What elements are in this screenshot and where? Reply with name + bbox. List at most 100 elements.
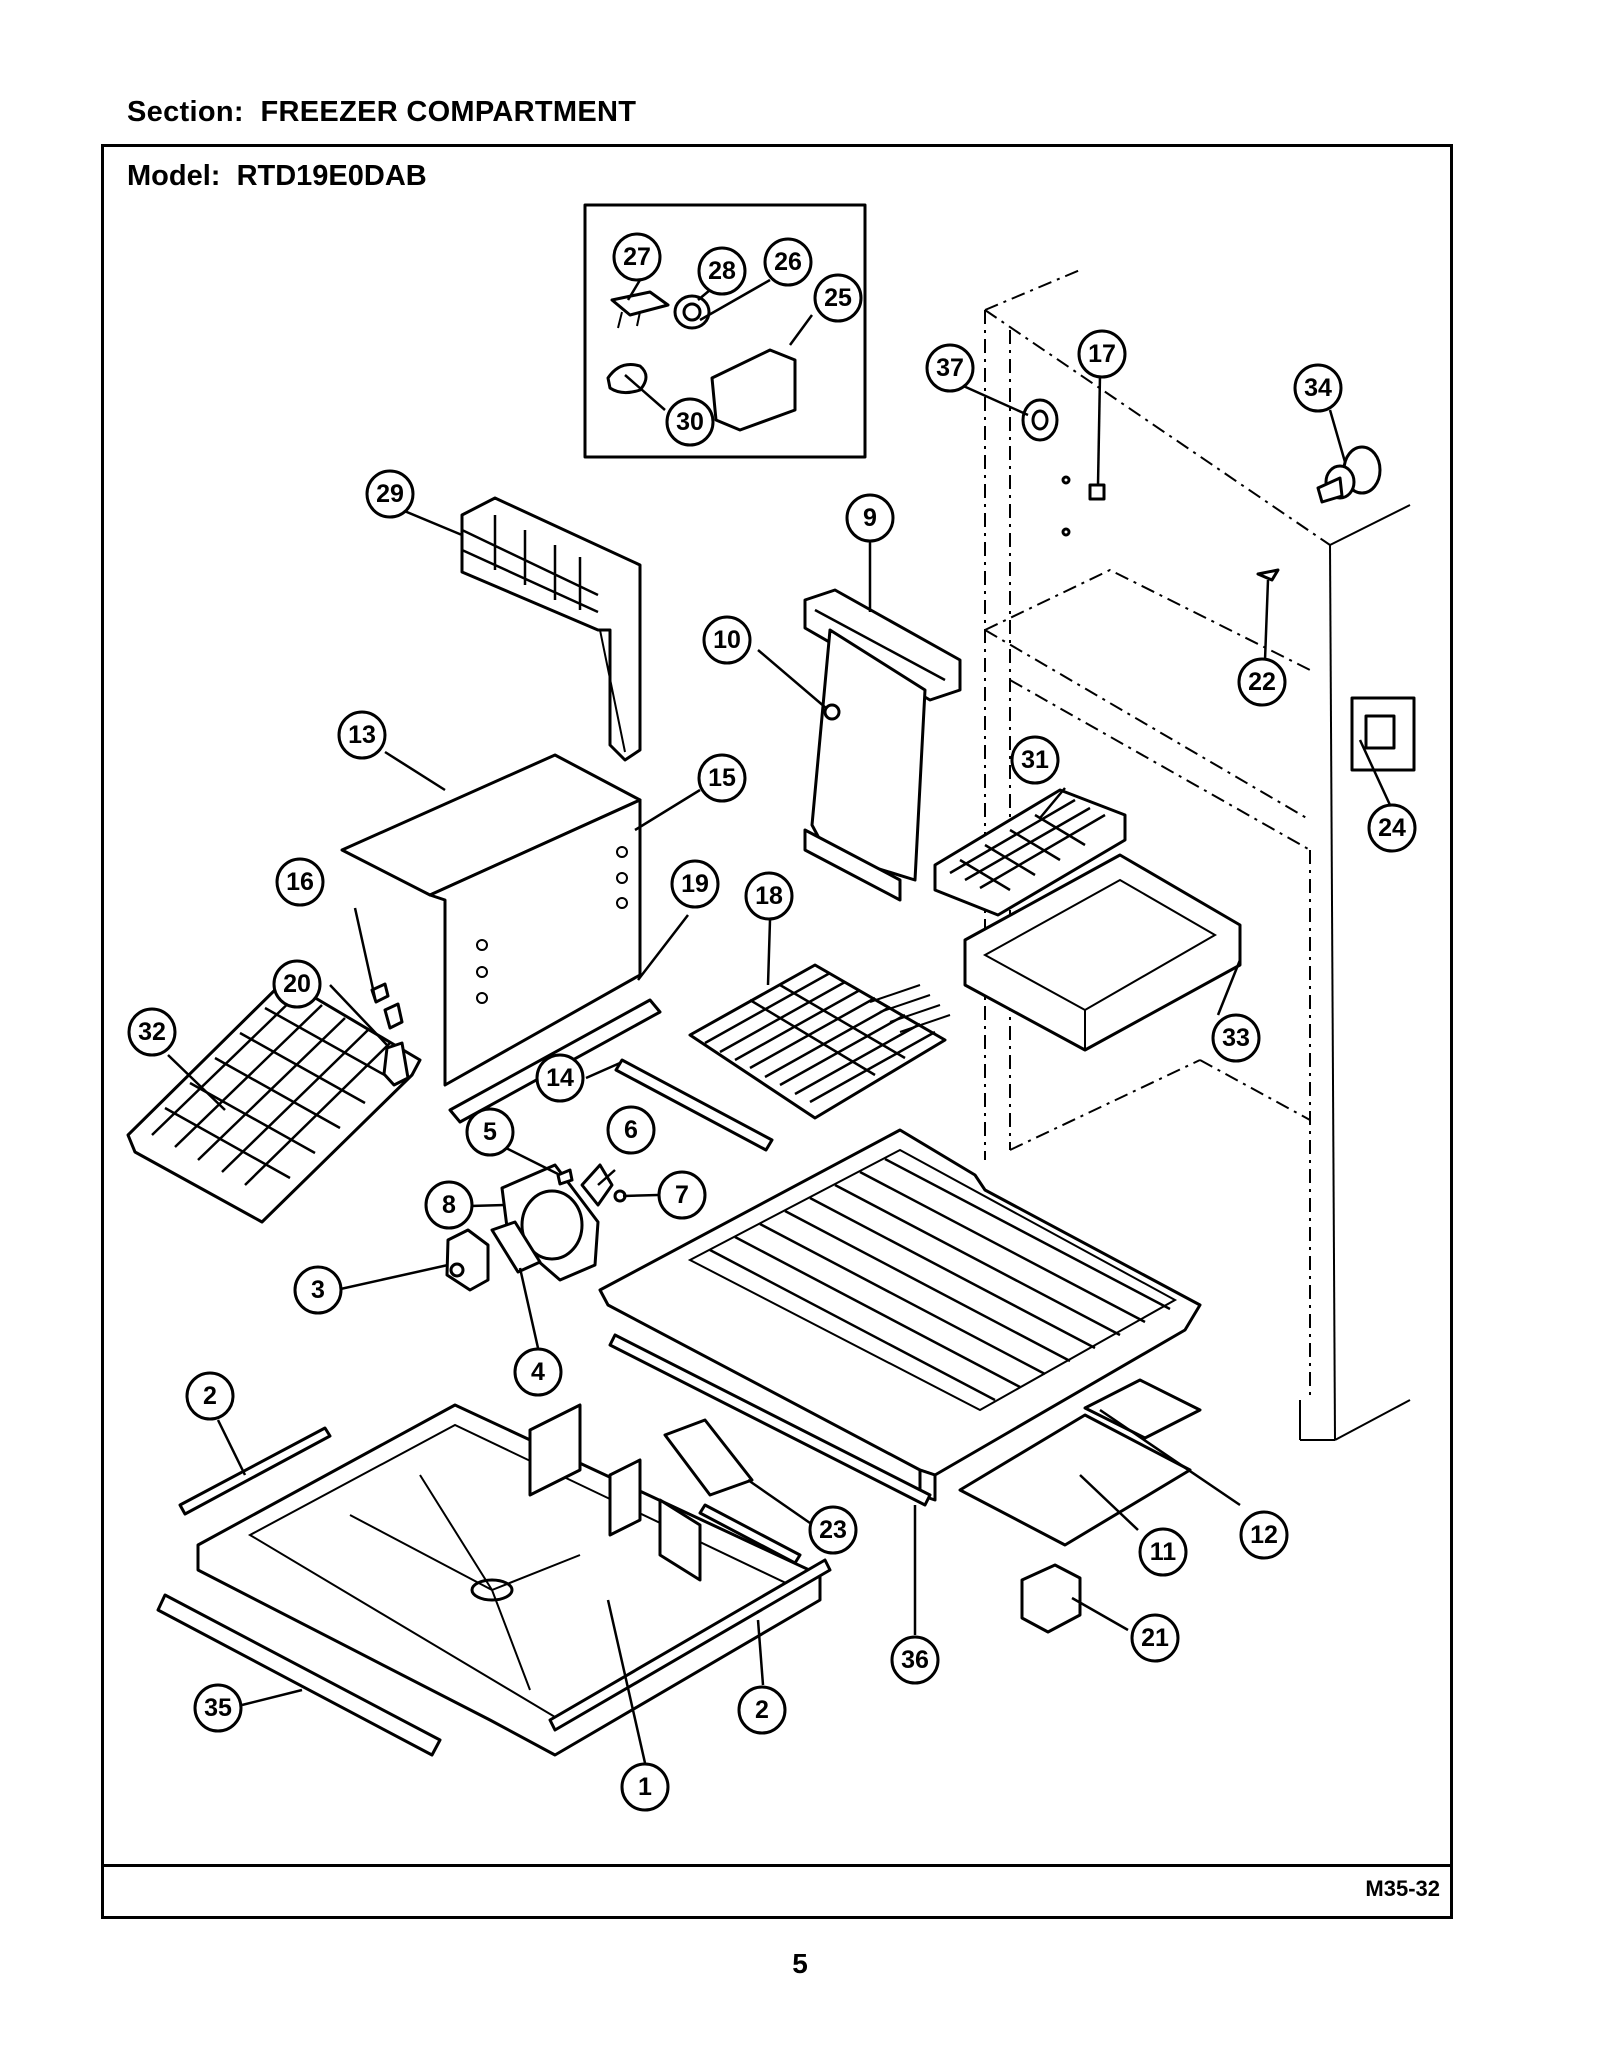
callout-1: 1: [620, 1762, 670, 1812]
diagram-frame: [101, 144, 1453, 1919]
callout-34: 34: [1293, 363, 1343, 413]
svg-text:22: 22: [1248, 668, 1276, 696]
callout-20: 20: [272, 959, 322, 1009]
callout-12: 12: [1239, 1510, 1289, 1560]
part-evaporator-cover: [460, 496, 642, 762]
svg-text:4: 4: [531, 1358, 545, 1386]
figure-code: M35-32: [1365, 1876, 1440, 1901]
svg-text:14: 14: [546, 1064, 574, 1092]
svg-text:31: 31: [1021, 746, 1049, 774]
part-ice-bin: [963, 853, 1242, 1052]
svg-text:36: 36: [901, 1646, 929, 1674]
svg-text:37: 37: [936, 354, 964, 382]
section-title: Section: FREEZER COMPARTMENT: [127, 96, 636, 129]
callout-33: 33: [1211, 1013, 1261, 1063]
part-freezer-floor: [598, 1128, 1202, 1547]
svg-text:33: 33: [1222, 1024, 1250, 1052]
callout-28: 28: [697, 246, 747, 296]
svg-text:27: 27: [623, 243, 651, 271]
svg-text:5: 5: [483, 1118, 497, 1146]
callout-27: 27: [612, 232, 662, 282]
svg-text:13: 13: [348, 721, 376, 749]
svg-text:12: 12: [1250, 1521, 1278, 1549]
leader-lines: [167, 278, 1392, 1764]
section-label: Section:: [127, 96, 244, 128]
cabinet-outline: [984, 269, 1411, 1441]
svg-text:1: 1: [638, 1773, 652, 1801]
callout-25: 25: [813, 273, 863, 323]
svg-text:8: 8: [442, 1191, 456, 1219]
callout-11: 11: [1138, 1527, 1188, 1577]
callouts: 27 28 26 25 30 29 37 17 34 22 24 9 10 13…: [127, 232, 1417, 1812]
svg-text:10: 10: [713, 626, 741, 654]
part-wire-shelf: [688, 963, 951, 1120]
callout-23: 23: [808, 1505, 858, 1555]
part-ice-bin-housing: [340, 753, 642, 1087]
svg-text:2: 2: [755, 1696, 769, 1724]
svg-text:25: 25: [824, 284, 852, 312]
svg-text:19: 19: [681, 870, 709, 898]
svg-text:16: 16: [286, 868, 314, 896]
svg-text:11: 11: [1150, 1538, 1177, 1566]
svg-text:23: 23: [819, 1516, 847, 1544]
page-number: 5: [792, 1948, 808, 1979]
svg-text:17: 17: [1088, 340, 1116, 368]
callout-6: 6: [606, 1105, 656, 1155]
model-label: Model:: [127, 160, 221, 192]
svg-text:20: 20: [283, 970, 311, 998]
svg-text:21: 21: [1141, 1624, 1169, 1652]
callout-35: 35: [193, 1683, 243, 1733]
callout-14: 14: [535, 1053, 585, 1103]
model-number: RTD19E0DAB: [236, 160, 427, 192]
part-gasket: [608, 1333, 932, 1507]
part-bracket: [1020, 1563, 1082, 1634]
svg-text:34: 34: [1304, 374, 1332, 402]
callout-37: 37: [925, 343, 975, 393]
part-plug: [1088, 483, 1106, 501]
callout-15: 15: [697, 753, 747, 803]
part-lamp-socket: [606, 290, 797, 432]
svg-text:32: 32: [138, 1018, 166, 1046]
svg-text:2: 2: [203, 1382, 217, 1410]
callout-9: 9: [845, 493, 895, 543]
part-slide-rail-right: [548, 1558, 832, 1732]
callout-19: 19: [670, 859, 720, 909]
part-rail-clip: [383, 1002, 404, 1030]
svg-text:29: 29: [376, 480, 404, 508]
callout-10: 10: [702, 615, 752, 665]
callout-32: 32: [127, 1007, 177, 1057]
callout-24: 24: [1367, 803, 1417, 853]
callout-31: 31: [1010, 735, 1060, 785]
svg-text:28: 28: [708, 257, 736, 285]
part-air-duct: [803, 588, 962, 902]
svg-text:15: 15: [708, 764, 736, 792]
callout-4: 4: [513, 1347, 563, 1397]
part-shelf-rail: [614, 1058, 774, 1152]
callout-17: 17: [1077, 329, 1127, 379]
callout-2-left: 2: [185, 1371, 235, 1421]
callout-21: 21: [1130, 1613, 1180, 1663]
section-name: FREEZER COMPARTMENT: [260, 96, 637, 128]
part-drain-cover: [663, 1418, 754, 1497]
footer-rule: [101, 1864, 1453, 1867]
model-title: Model: RTD19E0DAB: [127, 160, 427, 193]
callout-8: 8: [424, 1180, 474, 1230]
callout-18: 18: [744, 871, 794, 921]
callout-3: 3: [293, 1265, 343, 1315]
svg-text:9: 9: [863, 504, 877, 532]
svg-text:35: 35: [204, 1694, 232, 1722]
svg-text:24: 24: [1378, 814, 1406, 842]
callout-13: 13: [337, 710, 387, 760]
svg-text:30: 30: [676, 408, 704, 436]
part-wire-basket: [126, 978, 422, 1224]
callout-36: 36: [890, 1635, 940, 1685]
part-slide-rail-left: [178, 1426, 332, 1516]
svg-text:26: 26: [774, 248, 802, 276]
callout-2-right: 2: [737, 1685, 787, 1735]
callout-29: 29: [365, 469, 415, 519]
svg-text:3: 3: [311, 1276, 325, 1304]
callout-5: 5: [465, 1107, 515, 1157]
part-screw: [1256, 568, 1280, 582]
part-light-switch: [1350, 696, 1416, 772]
